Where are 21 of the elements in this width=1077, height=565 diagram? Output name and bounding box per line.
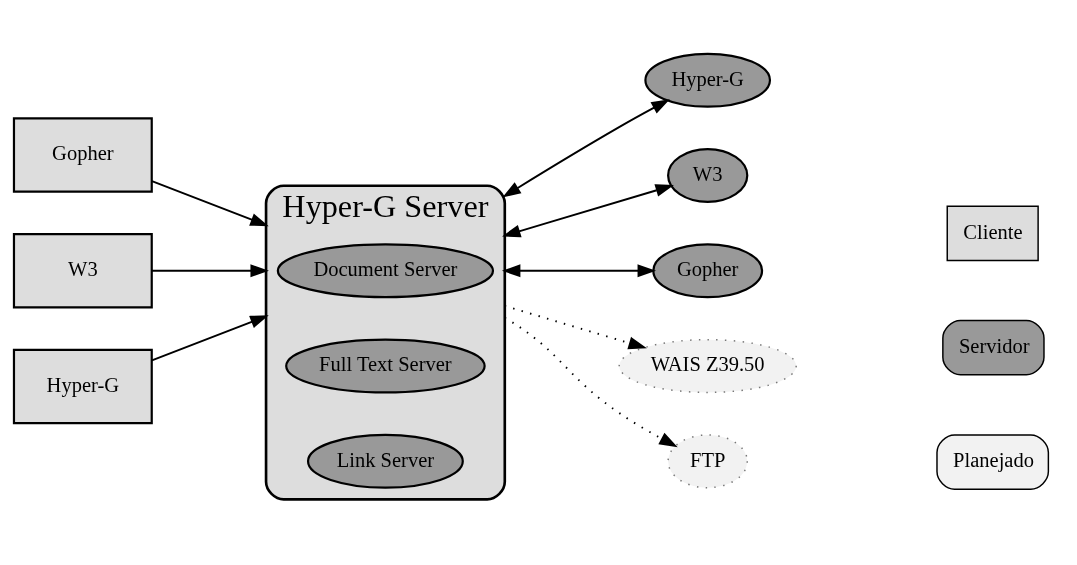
node-ellipse: FTP [667,434,748,489]
node-ellipse: Hyper-G [644,52,772,108]
node-box: Gopher [12,117,153,193]
node-box: W3 [12,233,153,309]
arrow [503,316,678,448]
legend-label: Cliente [963,220,1023,243]
arrow [502,99,670,198]
node-ellipse: Gopher [652,243,764,299]
node-box: Hyper-G [12,348,153,425]
arrow [502,184,674,238]
arrow [151,315,269,362]
node-ellipse: W3 [667,148,749,203]
arrow [501,264,657,278]
arrow [151,180,269,227]
legend-label: Planejado [953,449,1034,472]
node-ellipse: Link Server [306,433,464,489]
arrow [151,264,269,278]
legend-label: Servidor [958,335,1030,358]
node-ellipse: Full Text Server [285,338,486,394]
arrow [503,305,647,350]
node-ellipse: Document Server [276,243,495,299]
